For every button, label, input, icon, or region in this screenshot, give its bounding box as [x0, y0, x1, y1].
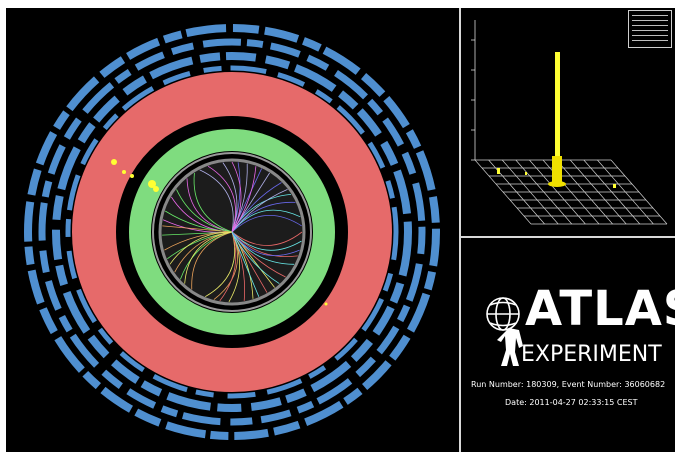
- atlas-brand-subtitle: EXPERIMENT: [521, 342, 662, 367]
- particle-tracks: [162, 161, 303, 303]
- particle-track: [231, 231, 300, 257]
- lego-legend: [628, 10, 672, 48]
- panel-divider-horizontal: [461, 236, 675, 238]
- particle-track: [231, 166, 257, 233]
- legend-entry: [632, 40, 668, 41]
- particle-track: [231, 231, 260, 297]
- event-display: ATLAS EXPERIMENT Run Number: 180309, Eve…: [6, 8, 675, 452]
- em-calorimeter: [129, 129, 335, 335]
- atlas-brand-name: ATLAS: [525, 281, 675, 337]
- hadronic-calorimeter: [72, 72, 392, 392]
- particle-track: [176, 189, 233, 233]
- particle-track: [191, 231, 233, 290]
- legend-entry: [632, 35, 668, 36]
- panel-divider-vertical: [459, 8, 461, 452]
- muon-chambers: [24, 24, 440, 440]
- particle-track: [231, 231, 280, 284]
- particle-track: [231, 161, 242, 233]
- particle-track: [231, 231, 302, 251]
- particle-track: [184, 231, 233, 284]
- particle-track: [231, 189, 288, 233]
- legend-entry: [632, 25, 668, 26]
- solenoid-ring: [152, 152, 312, 312]
- particle-track: [193, 172, 233, 233]
- particle-track: [169, 231, 233, 265]
- particle-track: [231, 231, 303, 246]
- energy-deposits: [111, 159, 328, 306]
- energy-lego-plot: [461, 8, 675, 236]
- detector-cross-section: [6, 8, 458, 452]
- lego-energy-spike: [497, 52, 616, 188]
- particle-track: [199, 169, 234, 233]
- lego-axes: [471, 20, 476, 161]
- atlas-branding-panel: ATLAS EXPERIMENT Run Number: 180309, Eve…: [461, 238, 675, 452]
- particle-track: [231, 215, 302, 233]
- run-event-info: Run Number: 180309, Event Number: 360606…: [471, 380, 666, 389]
- legend-entry: [632, 20, 668, 21]
- particle-track: [207, 165, 236, 233]
- event-date: Date: 2011-04-27 02:33:15 CEST: [505, 398, 638, 407]
- atlas-globe-figure-icon: [486, 297, 523, 366]
- particle-track: [219, 231, 237, 302]
- legend-entry: [632, 30, 668, 31]
- particle-track: [162, 225, 233, 233]
- legend-entry: [632, 15, 668, 16]
